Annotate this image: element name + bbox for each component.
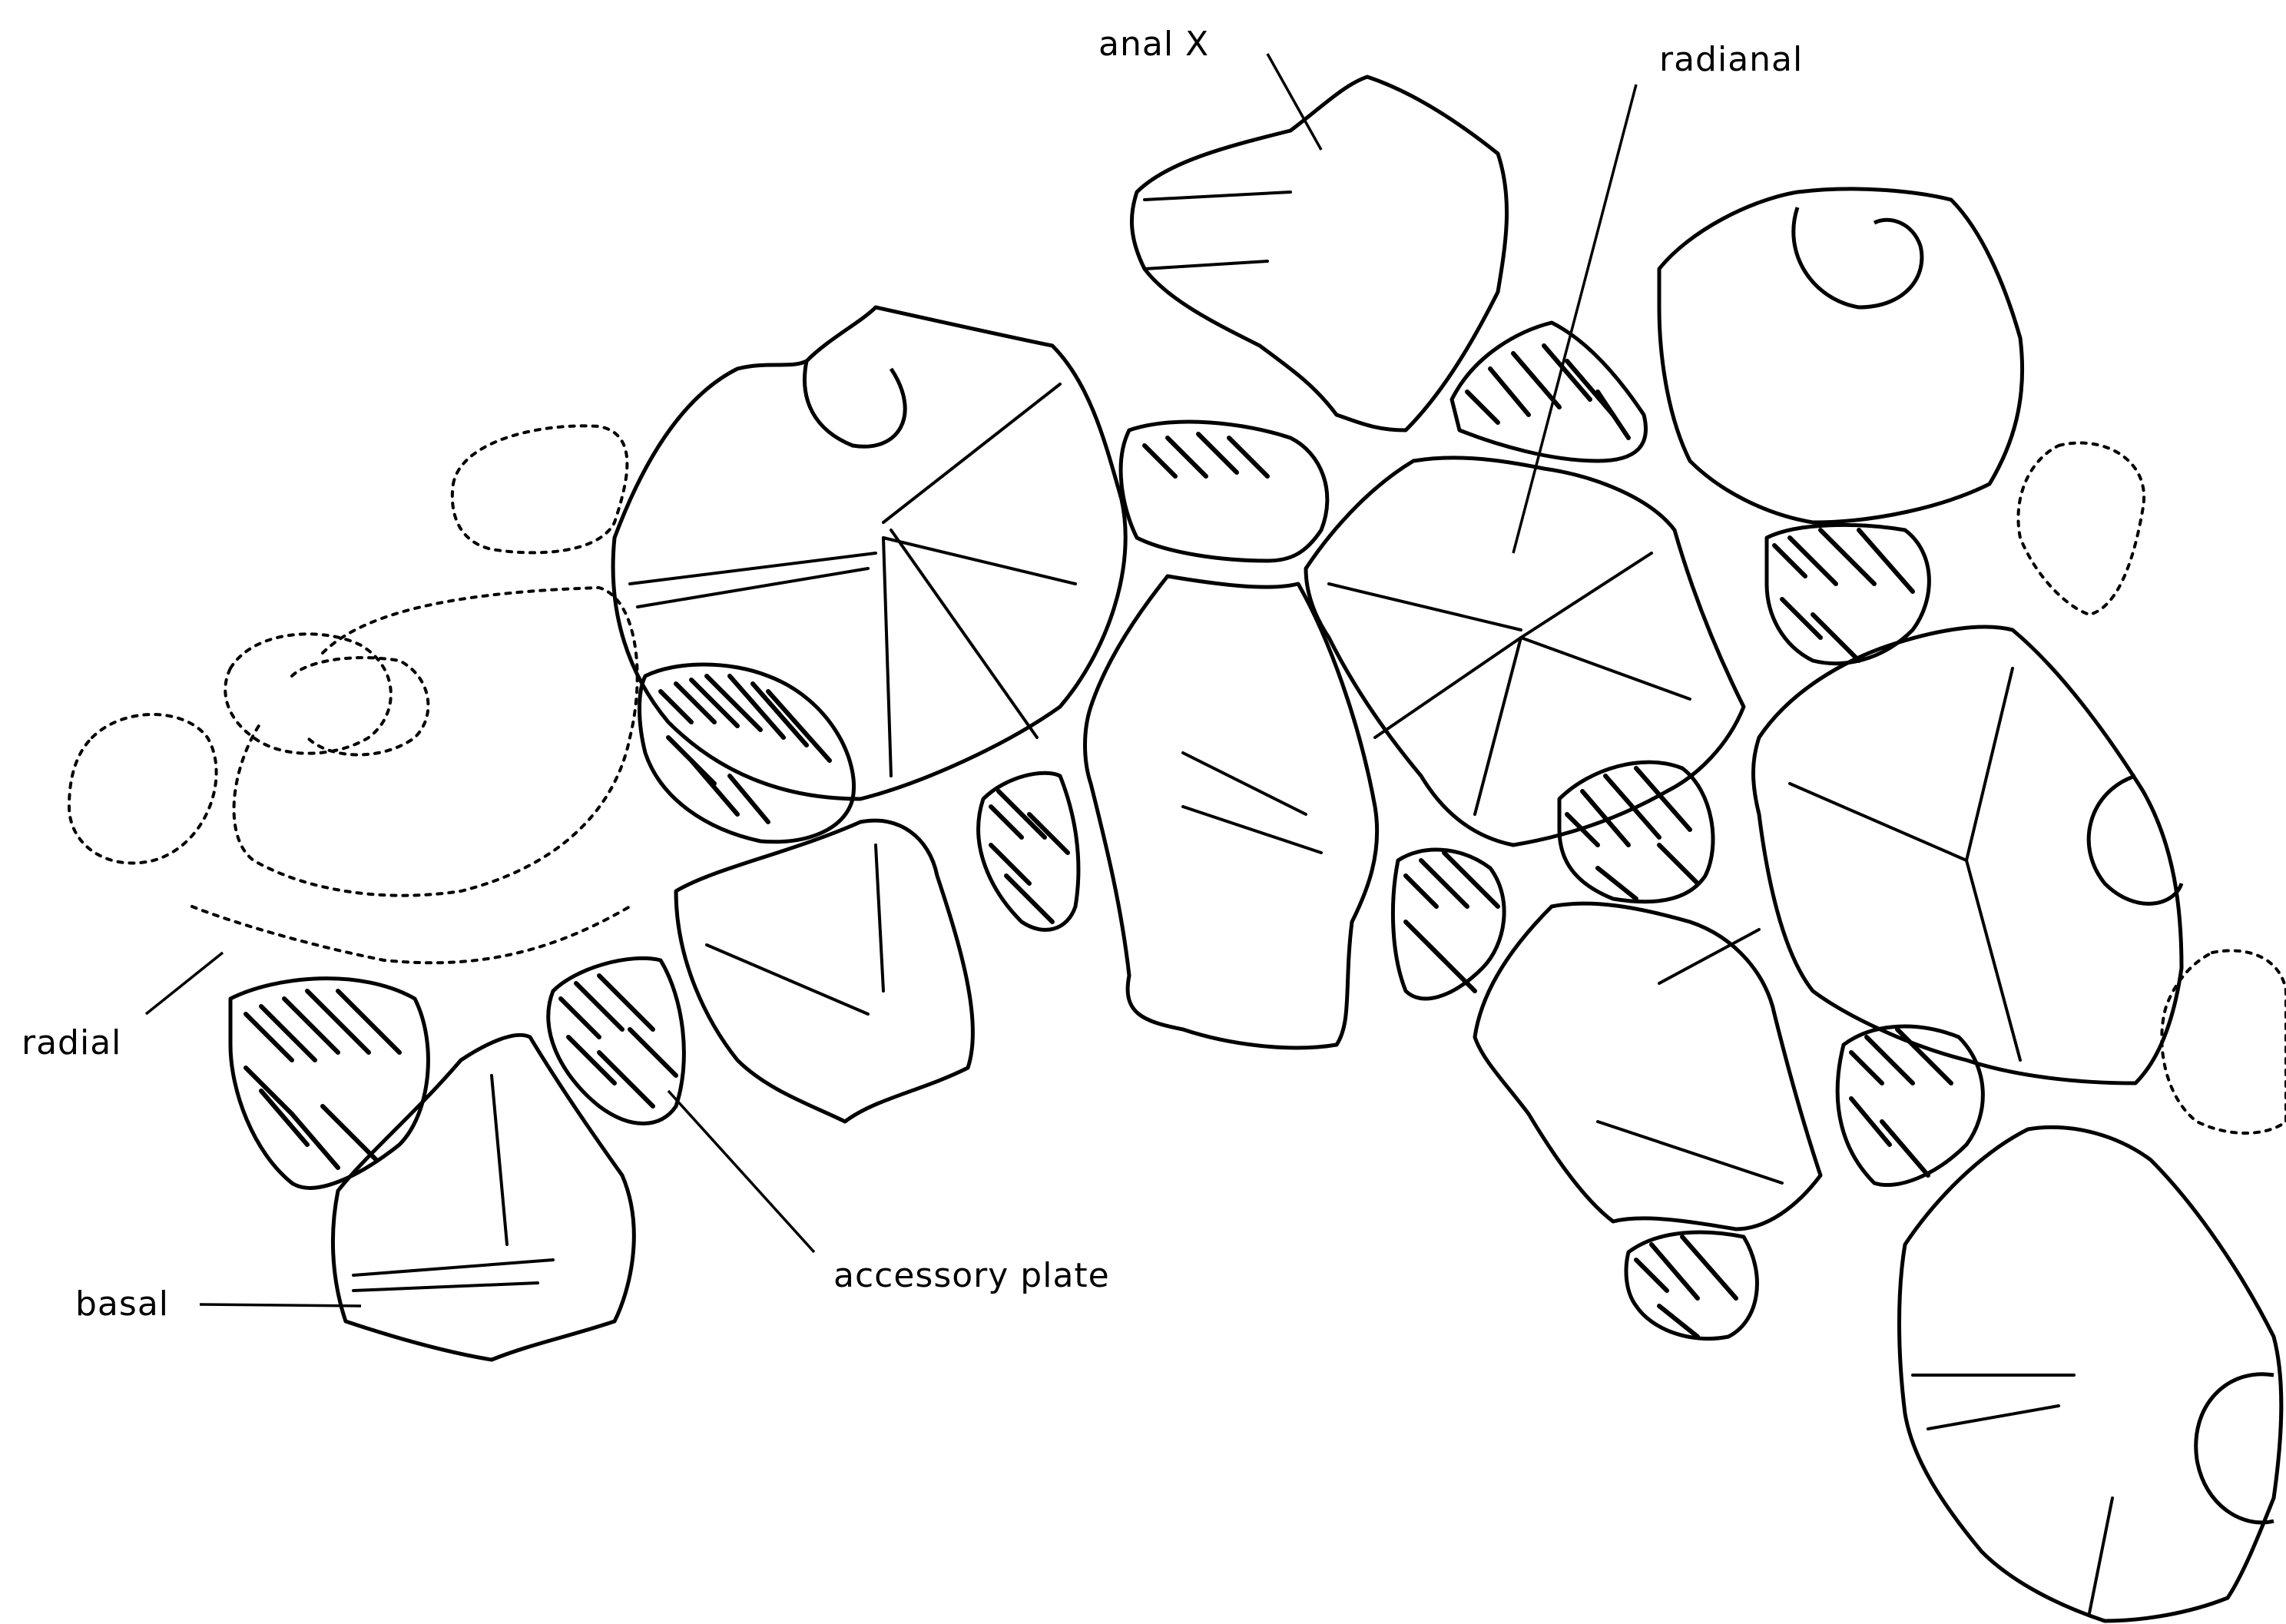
plate-striations	[353, 192, 2112, 1613]
basal-leader	[200, 1304, 361, 1306]
label-accessory-plate: accessory plate	[833, 1256, 1110, 1295]
radianal-leader	[1513, 85, 1636, 553]
leader-lines	[146, 54, 1636, 1306]
label-anal-x: anal X	[1098, 25, 1209, 64]
solid-plates	[230, 77, 2281, 1621]
label-radianal: radianal	[1659, 40, 1803, 79]
label-radial: radial	[22, 1023, 121, 1062]
radial-leader	[146, 953, 223, 1014]
label-basal: basal	[75, 1284, 169, 1324]
accessory-plate-leader	[668, 1091, 814, 1252]
